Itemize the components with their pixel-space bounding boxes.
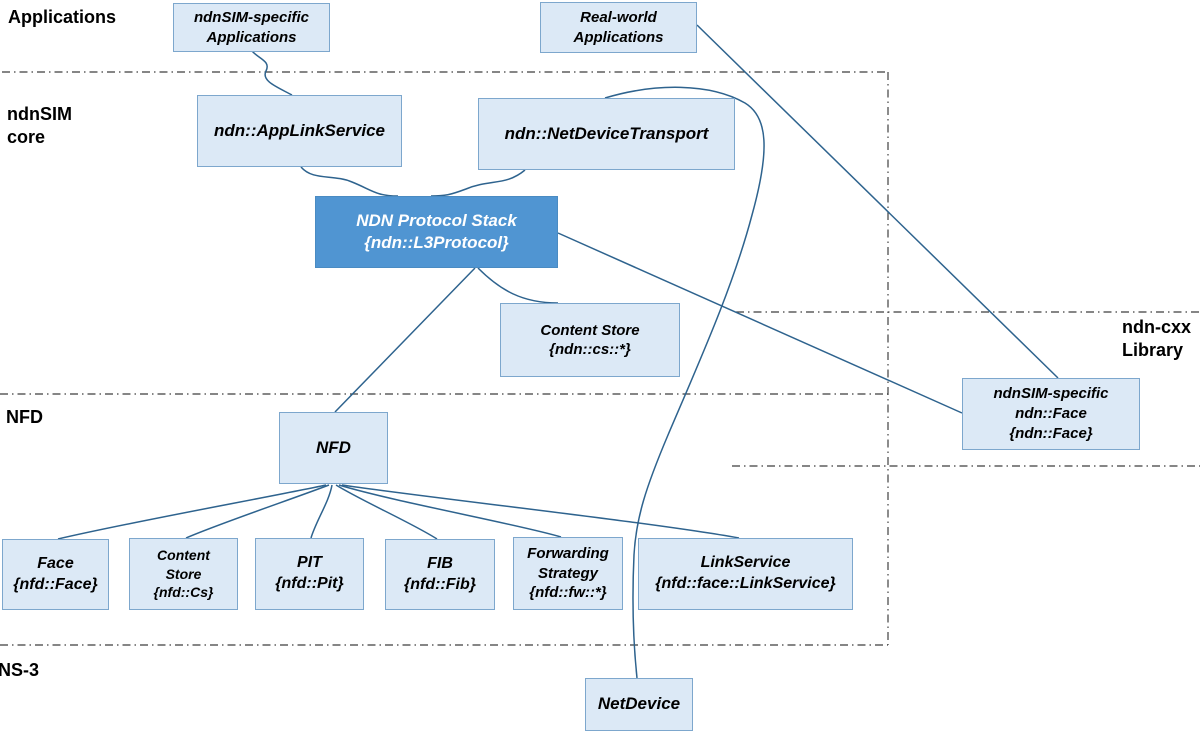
link-stack-to-ndnface (557, 232, 963, 414)
link-nfd-to-forwardingstrategy (338, 484, 562, 538)
link-netdevicetransport-to-netdevice (604, 86, 765, 679)
node-face: Face {nfd::Face} (2, 539, 109, 610)
label-ndn-cxx-library: ndn-cxx Library (1122, 317, 1192, 360)
link-nfd-to-face (57, 484, 327, 540)
link-realworld-to-ndnface (696, 24, 1059, 379)
node-nfd: NFD (279, 412, 388, 484)
link-stack-to-nfd (334, 267, 476, 413)
link-applinkservice-to-stack (300, 166, 399, 197)
node-content-store-cs: Content Store {ndn::cs::*} (500, 303, 680, 377)
link-nfd-to-pit (310, 484, 333, 539)
node-net-device: NetDevice (585, 678, 693, 731)
node-forwarding-strategy: Forwarding Strategy {nfd::fw::*} (513, 537, 623, 610)
node-ndnsim-specific-applications: ndnSIM-specific Applications (173, 3, 330, 52)
node-app-link-service: ndn::AppLinkService (197, 95, 402, 167)
label-ns3: NS-3 (0, 660, 40, 680)
link-nfd-to-fib (335, 484, 438, 540)
node-link-service: LinkService {nfd::face::LinkService} (638, 538, 853, 610)
label-applications: Applications (8, 7, 117, 27)
node-net-device-transport: ndn::NetDeviceTransport (478, 98, 735, 170)
label-nfd: NFD (6, 407, 43, 427)
node-ndnsim-specific-face: ndnSIM-specific ndn::Face {ndn::Face} (962, 378, 1140, 450)
link-nfd-to-contentstore (185, 484, 330, 539)
node-fib: FIB {nfd::Fib} (385, 539, 495, 610)
node-pit: PIT {nfd::Pit} (255, 538, 364, 610)
node-ndn-protocol-stack: NDN Protocol Stack {ndn::L3Protocol} (315, 196, 558, 268)
link-netdevicetransport-to-stack (430, 169, 526, 197)
node-content-store-nfd: Content Store {nfd::Cs} (129, 538, 238, 610)
node-real-world-applications: Real-world Applications (540, 2, 697, 53)
label-ndnsim-core: ndnSIM core (7, 104, 72, 147)
link-nfd-to-linkservice (341, 484, 740, 539)
link-apps-to-applinkservice (251, 50, 293, 96)
link-stack-to-contentstore (477, 267, 559, 304)
